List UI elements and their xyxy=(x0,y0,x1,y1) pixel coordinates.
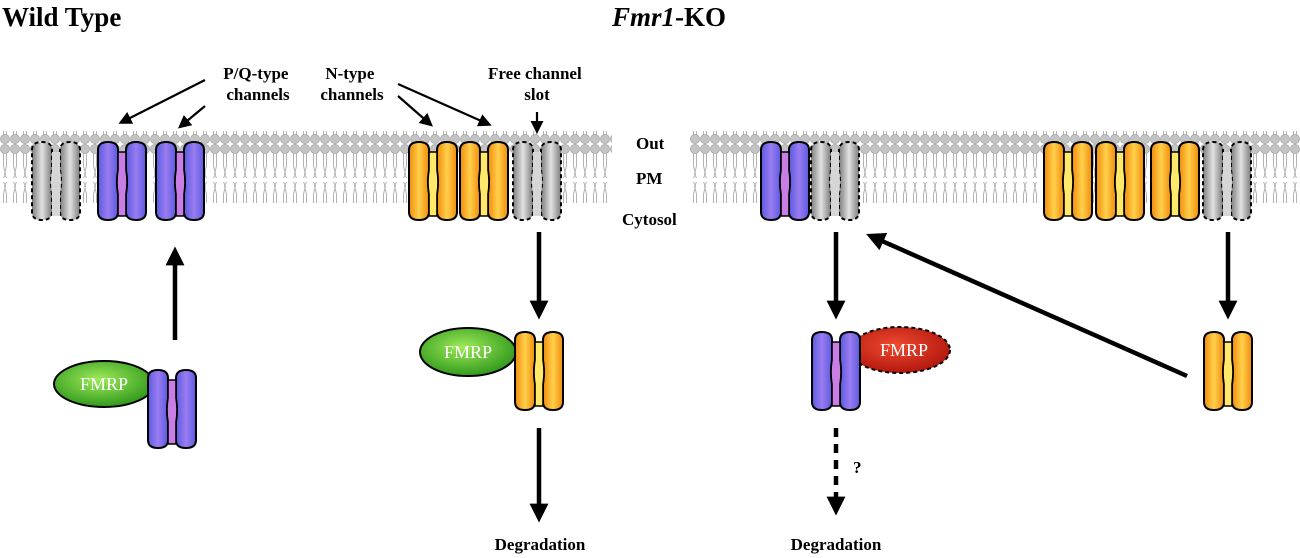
n-channel xyxy=(408,141,458,221)
label-n-channels: N-type channels xyxy=(320,64,384,104)
label-free-slot: Free channel slot xyxy=(488,64,586,104)
pq-channel xyxy=(760,141,810,221)
diagonal-arrow xyxy=(866,232,1188,379)
panel-title-fmr1-ko: Fmr1-KO xyxy=(611,2,726,32)
empty-channel-slot xyxy=(810,141,860,221)
pq-channel xyxy=(155,141,205,221)
n-channel xyxy=(1150,141,1200,221)
label-degradation-wt: Degradation xyxy=(495,535,586,554)
fmrp-label: FMRP xyxy=(444,342,492,362)
label-degradation-ko: Degradation xyxy=(791,535,882,554)
pointer-arrow-pq-2 xyxy=(177,105,206,129)
pq-channel xyxy=(97,141,147,221)
fmrp-protein-red xyxy=(849,326,951,374)
label-out: Out xyxy=(636,134,665,153)
question-mark: ? xyxy=(853,458,862,477)
n-channel xyxy=(514,331,564,411)
pointer-arrow-n-2 xyxy=(397,82,492,127)
n-channel xyxy=(1043,141,1093,221)
empty-channel-slot xyxy=(512,141,562,221)
panel-title-wild-type: Wild Type xyxy=(2,2,121,32)
label-cytosol: Cytosol xyxy=(622,210,677,229)
n-channel xyxy=(459,141,509,221)
fmrp-label: FMRP xyxy=(80,374,128,394)
pq-channel xyxy=(811,331,861,411)
empty-channel-slot xyxy=(1202,141,1252,221)
label-pm: PM xyxy=(636,169,662,188)
pq-channel xyxy=(147,369,197,449)
fmrp-label: FMRP xyxy=(880,340,928,360)
n-channel xyxy=(1095,141,1145,221)
pointer-arrow-n-1 xyxy=(397,95,433,127)
pointer-arrow-pq-1 xyxy=(118,79,206,124)
empty-channel-slot xyxy=(31,141,81,221)
label-pq-channels: P/Q-type channels xyxy=(223,64,292,104)
n-channel xyxy=(1203,331,1253,411)
